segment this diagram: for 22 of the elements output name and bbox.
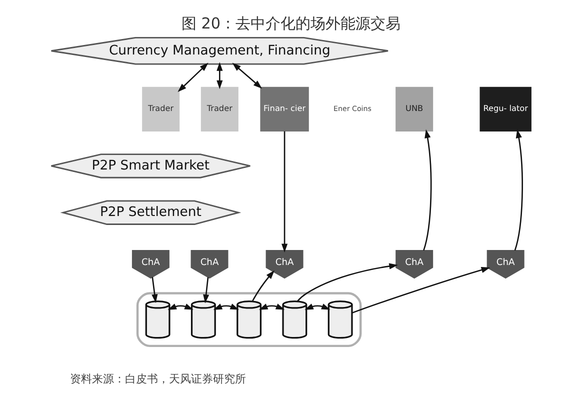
- arrow: [232, 62, 262, 89]
- arrow: [258, 304, 284, 310]
- arrow: [296, 263, 398, 302]
- arrow: [252, 270, 274, 302]
- arrow: [514, 129, 522, 251]
- arrow: [212, 304, 238, 310]
- node-box: Trader: [142, 86, 180, 132]
- node-box: Trader: [200, 86, 238, 132]
- node-box: Finan- cier: [260, 86, 308, 132]
- arrow: [280, 131, 288, 252]
- arrow: [422, 129, 432, 251]
- arrow: [167, 304, 193, 310]
- caption: 资料来源：白皮书，天风证券研究所: [69, 372, 246, 386]
- node-box: Regu- lator: [479, 86, 531, 132]
- arrow: [151, 276, 158, 304]
- arrow: [202, 277, 209, 304]
- node-box: UNB: [395, 86, 433, 132]
- arrow: [216, 62, 222, 90]
- arrow: [352, 266, 490, 314]
- arrow: [304, 304, 330, 310]
- diagram-title: 图 20：去中介化的场外能源交易: [180, 14, 400, 33]
- arrow: [177, 62, 208, 92]
